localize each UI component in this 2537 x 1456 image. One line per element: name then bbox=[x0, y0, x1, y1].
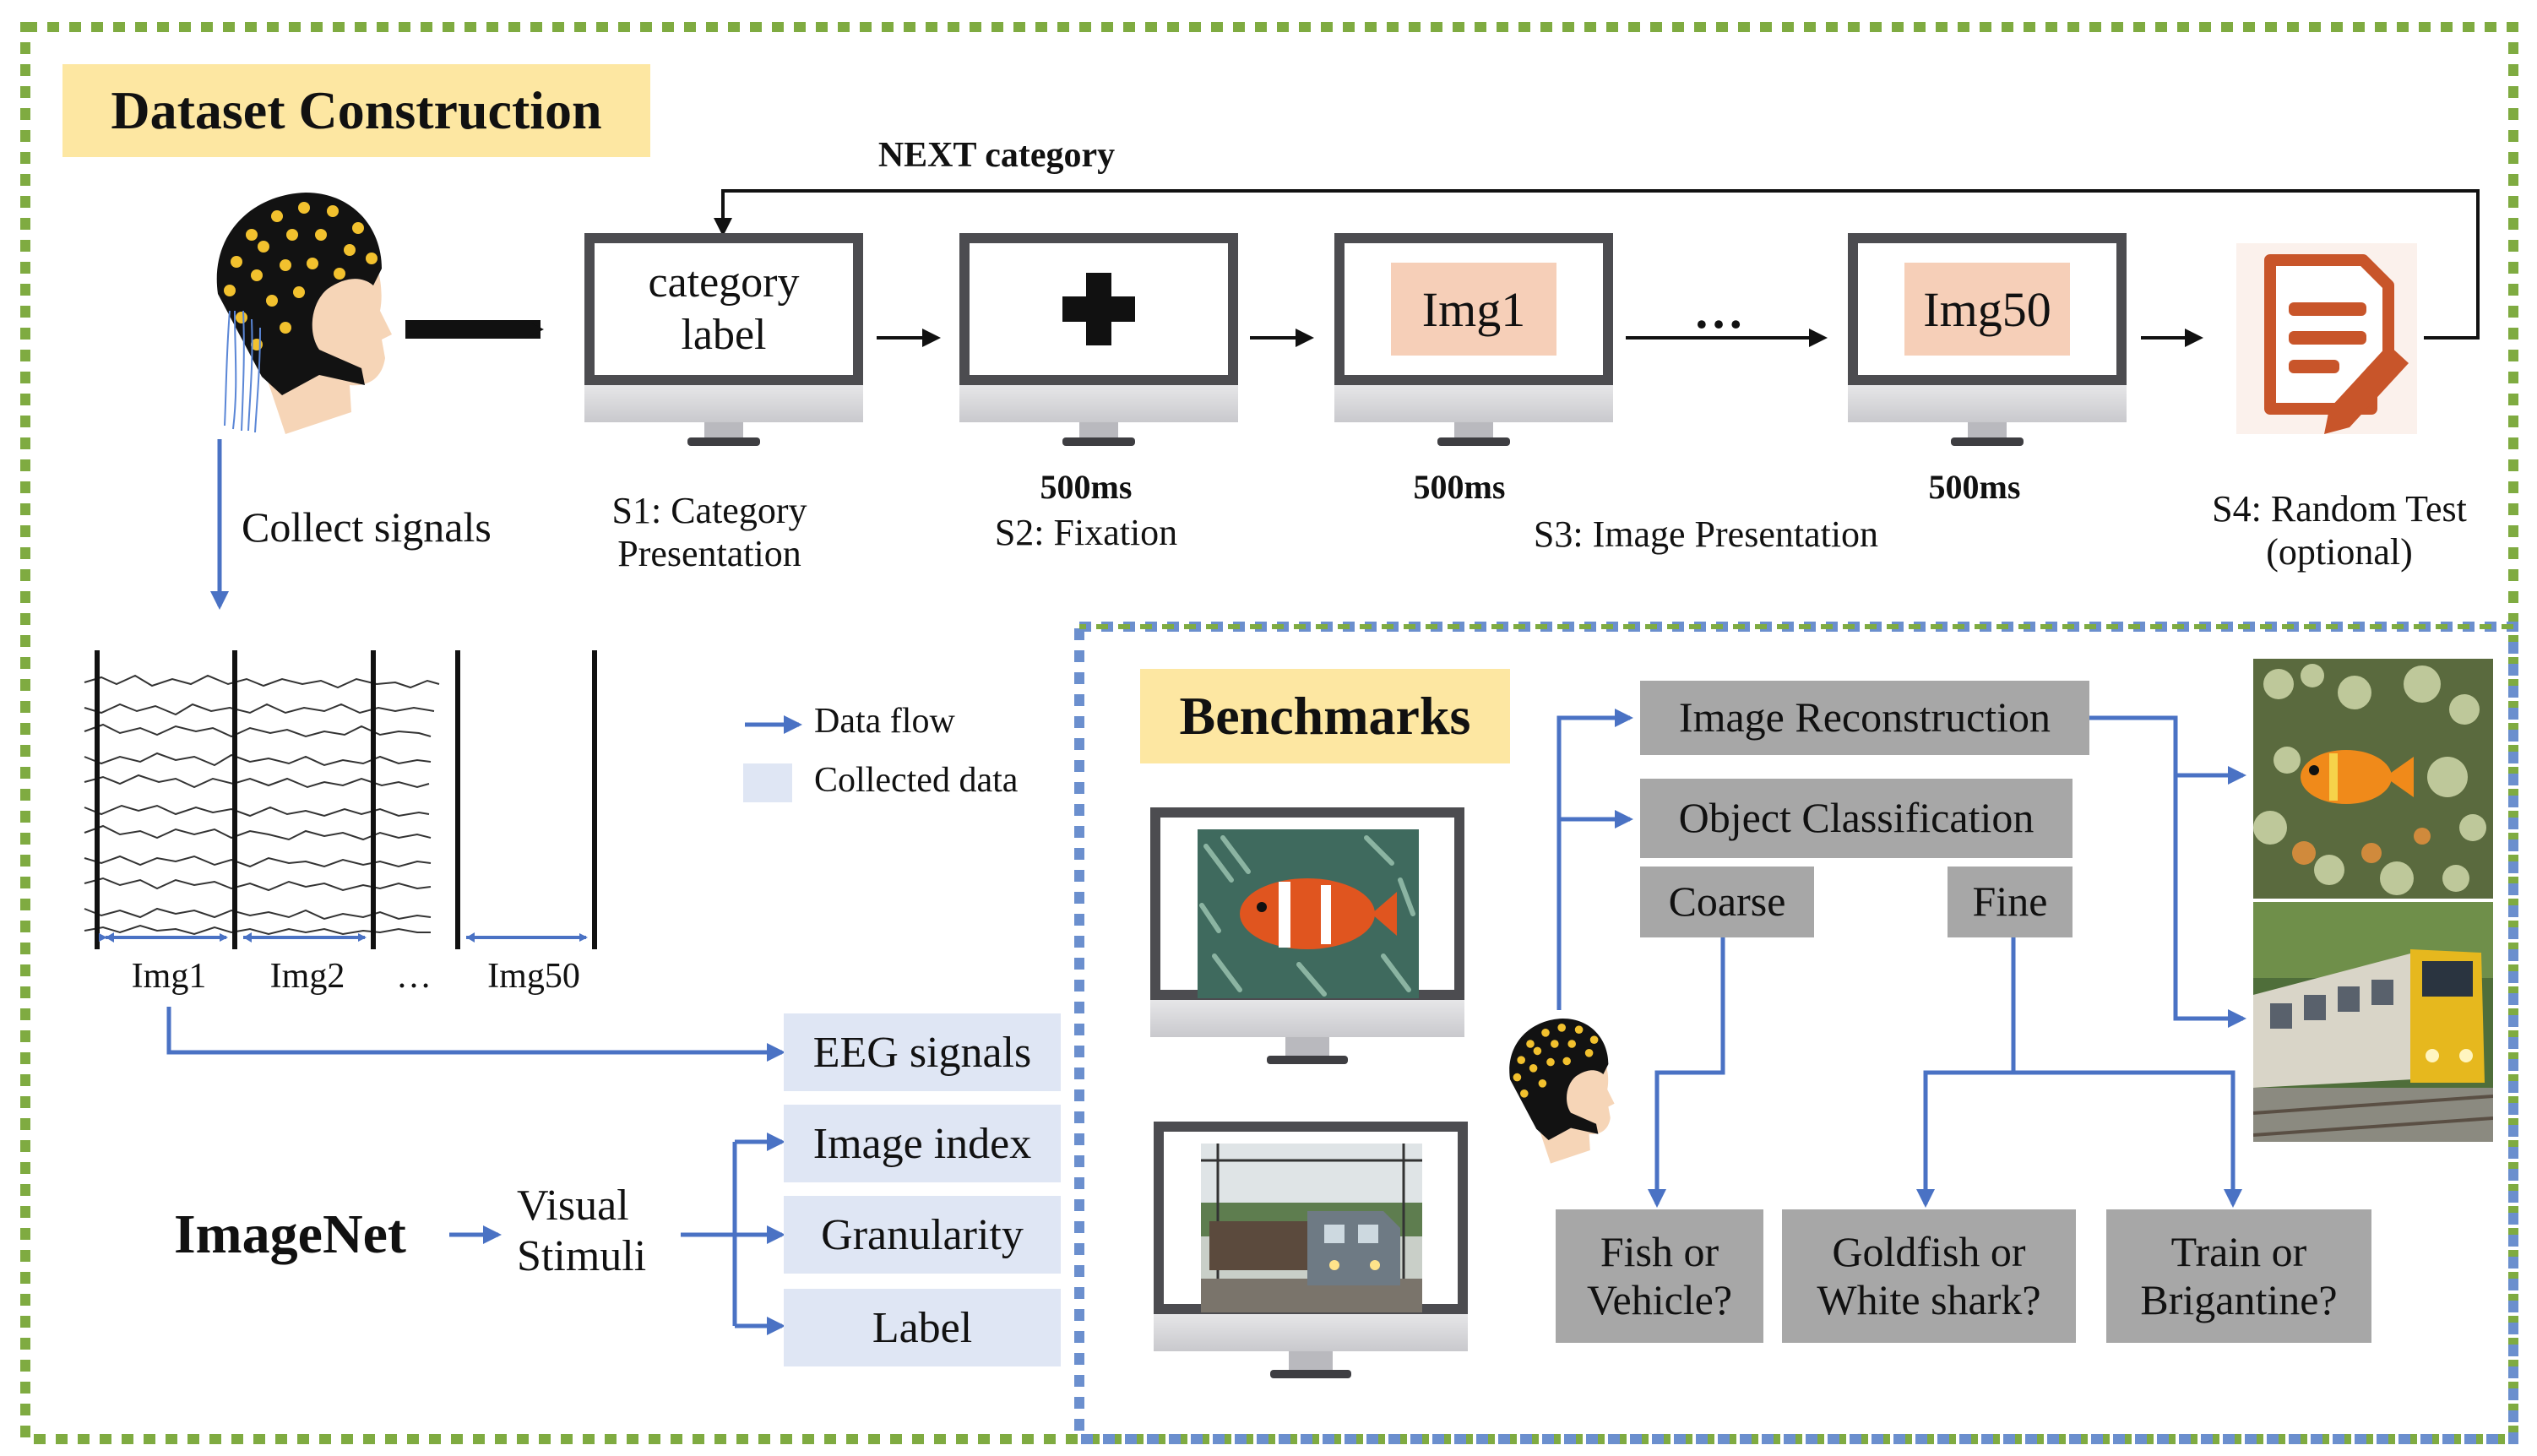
eeg-cap-head-small-icon bbox=[1509, 1019, 1615, 1164]
monitor-screen: category label bbox=[584, 233, 863, 385]
clownfish-photo bbox=[1198, 829, 1419, 998]
task-object-classification: Object Classification bbox=[1640, 779, 2073, 858]
category-label-text: category label bbox=[648, 258, 800, 359]
stimuli-fanout-arrows bbox=[681, 1133, 785, 1335]
benchmarks-section-border bbox=[1074, 622, 2518, 1444]
task-fine: Fine bbox=[1948, 867, 2073, 937]
collected-eeg-signals: EEG signals bbox=[784, 1013, 1061, 1091]
monitor-screen: Img50 bbox=[1848, 233, 2127, 385]
question-goldfish-or-white-shark: Goldfish or White shark? bbox=[1782, 1209, 2076, 1343]
benchmarks-title: Benchmarks bbox=[1140, 669, 1510, 763]
fixation-cross-icon bbox=[1062, 273, 1135, 345]
reconstruction-fish-photo bbox=[2253, 659, 2493, 899]
stage-s4-label: S4: Random Test (optional) bbox=[2212, 488, 2467, 573]
benchmark-task-arrows bbox=[1556, 709, 2246, 1208]
collected-image-index: Image index bbox=[784, 1105, 1061, 1182]
eeg-traces bbox=[84, 674, 440, 936]
duration-img1: 500ms bbox=[1413, 468, 1506, 506]
monitor-screen: Img1 bbox=[1334, 233, 1613, 385]
question-train-or-brigantine: Train or Brigantine? bbox=[2106, 1209, 2371, 1343]
segment-label-ellipsis: … bbox=[396, 957, 432, 996]
stage-s2-label: S2: Fixation bbox=[994, 512, 1178, 553]
document-pen-icon bbox=[2236, 243, 2417, 434]
stage-s1-label: S1: Category Presentation bbox=[611, 490, 807, 574]
visual-stimuli-label: Visual Stimuli bbox=[517, 1182, 647, 1280]
legend-data-flow-label: Data flow bbox=[814, 702, 955, 741]
duration-fixation: 500ms bbox=[1040, 468, 1133, 506]
img50-placeholder: Img50 bbox=[1904, 263, 2070, 356]
img1-to-eeg-arrow bbox=[166, 1007, 785, 1062]
reconstruction-train-photo bbox=[2253, 902, 2493, 1142]
eeg-cap-head-icon bbox=[216, 193, 392, 434]
task-image-reconstruction: Image Reconstruction bbox=[1640, 681, 2089, 755]
collected-granularity: Granularity bbox=[784, 1196, 1061, 1274]
segment-label-img50: Img50 bbox=[487, 957, 580, 996]
segment-label-img1: Img1 bbox=[131, 957, 207, 996]
next-category-label: NEXT category bbox=[877, 136, 1116, 175]
next-category-loop bbox=[714, 189, 2480, 340]
legend-collected-swatch bbox=[743, 763, 792, 802]
segment-label-img2: Img2 bbox=[269, 957, 345, 996]
dataset-construction-title: Dataset Construction bbox=[62, 64, 650, 157]
duration-img50: 500ms bbox=[1928, 468, 2021, 506]
imagenet-label: ImageNet bbox=[174, 1203, 406, 1265]
legend-collected-data-label: Collected data bbox=[814, 761, 1019, 800]
ellipsis: … bbox=[1693, 283, 1744, 339]
freight-train-photo bbox=[1201, 1144, 1422, 1312]
question-fish-or-vehicle: Fish or Vehicle? bbox=[1556, 1209, 1763, 1343]
collected-label: Label bbox=[784, 1289, 1061, 1366]
monitor-screen bbox=[959, 233, 1238, 385]
eeg-segment-dividers bbox=[95, 650, 597, 949]
stage-s3-label: S3: Image Presentation bbox=[1533, 513, 1879, 555]
collect-signals-label: Collect signals bbox=[242, 503, 492, 551]
task-coarse: Coarse bbox=[1640, 867, 1814, 937]
img1-placeholder: Img1 bbox=[1391, 263, 1556, 356]
